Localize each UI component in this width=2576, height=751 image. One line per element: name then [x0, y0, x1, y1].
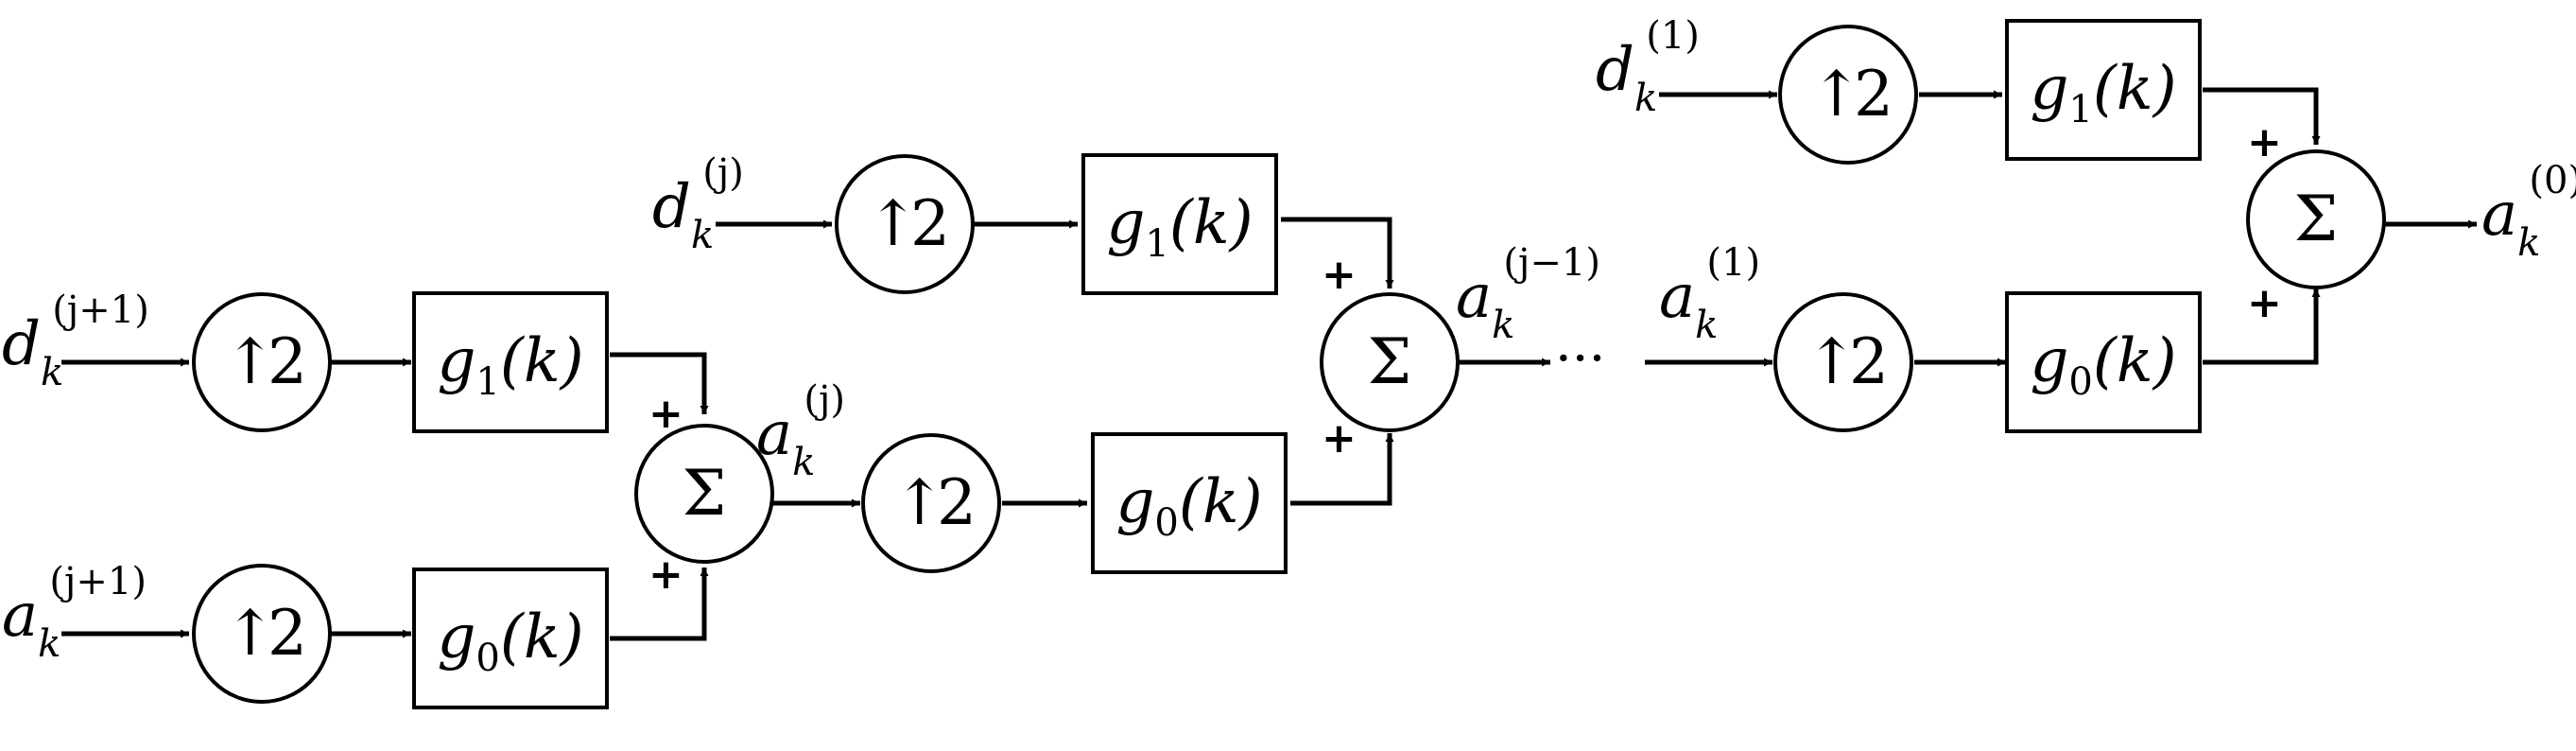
- signal-a-jp1: ak(j+1): [2, 560, 147, 666]
- filter-g1-box: g1(k): [2005, 19, 2202, 161]
- svg-text:g1(k): g1(k): [2030, 54, 2176, 131]
- up-arrow: ↑: [893, 466, 945, 539]
- svg-text:g0(k): g0(k): [2030, 326, 2176, 404]
- plus-sign: +: [648, 550, 683, 599]
- wire-g1-to-sum1: [610, 352, 709, 414]
- sigma-symbol: Σ: [2294, 183, 2339, 255]
- filter-g0-box: g0(k): [2005, 291, 2202, 433]
- up-factor: 2: [1854, 58, 1893, 131]
- sigma-symbol: Σ: [683, 457, 727, 530]
- up-arrow: ↑: [1810, 58, 1862, 131]
- plus-sign: +: [2247, 279, 2282, 327]
- svg-text:g0(k): g0(k): [1115, 467, 1262, 545]
- up-factor: 2: [1849, 325, 1889, 398]
- upsampler: ↑ 2: [1773, 292, 1913, 432]
- wire-g0-stage3-to-sum3: [2203, 288, 2321, 365]
- upsampler: ↑ 2: [1778, 25, 1918, 165]
- upsampler: ↑ 2: [192, 564, 332, 704]
- summation-node: Σ: [1320, 292, 1460, 432]
- signal-a-1: ak(1): [1659, 241, 1760, 347]
- svg-text:g1(k): g1(k): [437, 326, 583, 404]
- up-arrow: ↑: [867, 187, 919, 260]
- wire-g1-stage3-to-sum3: [2203, 87, 2321, 145]
- signal-d-j: dk(j): [652, 151, 744, 257]
- summation-node: Σ: [2246, 149, 2386, 289]
- signal-a-j: ak(j): [756, 378, 845, 484]
- plus-sign: +: [2247, 118, 2282, 166]
- ellipsis: ···: [1555, 328, 1605, 390]
- up-arrow: ↑: [224, 597, 276, 670]
- signal-a-0: ak(0): [2481, 159, 2576, 265]
- up-arrow: ↑: [224, 325, 276, 398]
- wire-g1-stage2-to-sum2: [1281, 217, 1394, 288]
- upsampler: ↑ 2: [861, 433, 1001, 573]
- plus-sign: +: [1322, 251, 1357, 299]
- signal-a-jm1: ak(j−1): [1456, 241, 1600, 347]
- summation-node: Σ: [634, 424, 774, 564]
- up-arrow: ↑: [1806, 325, 1858, 398]
- sigma-symbol: Σ: [1368, 325, 1412, 398]
- upsampler: ↑ 2: [192, 292, 332, 432]
- up-factor: 2: [268, 325, 307, 398]
- up-factor: 2: [937, 466, 977, 539]
- signal-d-jp1: dk(j+1): [2, 288, 149, 394]
- up-factor: 2: [268, 597, 307, 670]
- svg-text:g0(k): g0(k): [437, 603, 583, 680]
- upsampler: ↑ 2: [835, 154, 975, 294]
- filter-g1-box: g1(k): [412, 291, 609, 433]
- svg-text:g1(k): g1(k): [1106, 188, 1253, 266]
- plus-sign: +: [648, 390, 683, 438]
- signal-d-1: dk(1): [1596, 14, 1700, 120]
- filter-g0-box: g0(k): [412, 568, 609, 709]
- connections: [61, 87, 2477, 641]
- wire-g0-stage2-to-sum2: [1290, 433, 1394, 506]
- filter-g1-box: g1(k): [1081, 153, 1278, 295]
- up-factor: 2: [910, 187, 950, 260]
- filter-g0-box: g0(k): [1091, 432, 1288, 574]
- wire-g0-to-sum1: [610, 568, 709, 641]
- plus-sign: +: [1322, 414, 1357, 463]
